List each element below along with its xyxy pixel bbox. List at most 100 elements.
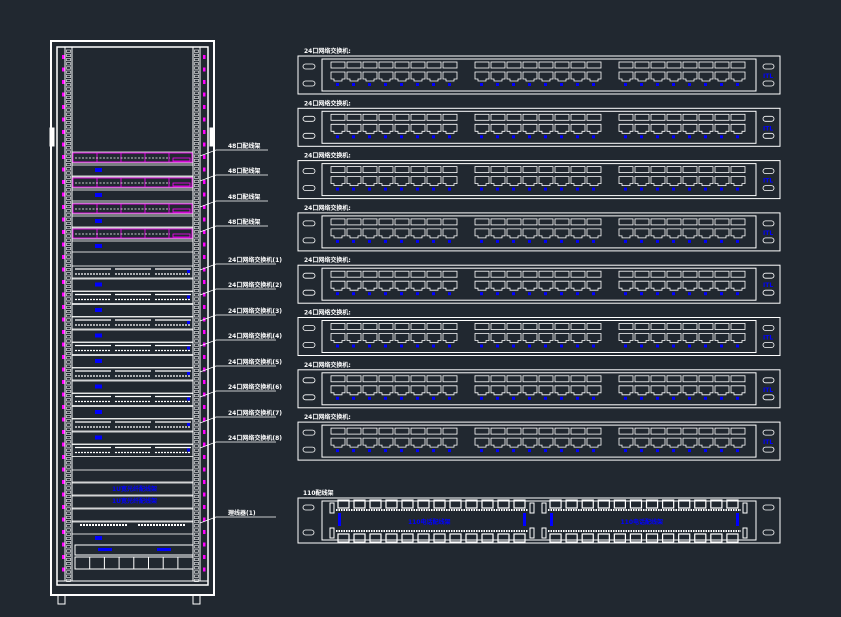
port-number [592, 396, 595, 400]
sfp-slot [554, 375, 570, 383]
rail-marker [62, 380, 65, 384]
rj45-port [426, 176, 442, 186]
rail-hole [194, 448, 199, 452]
rj45-port [362, 71, 378, 82]
rj45-port [538, 437, 554, 448]
port-number [720, 83, 723, 86]
rj45-port [730, 123, 746, 134]
mount-hole [762, 446, 775, 453]
rail-hole [66, 91, 71, 95]
wire-slot [726, 499, 739, 509]
port-number [480, 449, 483, 453]
sfp-slot [586, 270, 602, 278]
wire-slot [549, 533, 562, 543]
blank-panel [71, 329, 194, 343]
sfp-slot [538, 113, 554, 121]
rj45-port [586, 437, 602, 448]
rj45-port [586, 228, 602, 239]
rail-marker [203, 217, 206, 222]
rail-hole [194, 91, 199, 95]
port-number [560, 187, 563, 191]
rail-hole [194, 490, 199, 494]
rail-hole [194, 49, 199, 53]
rail-hole [66, 100, 71, 104]
port-number [512, 187, 515, 191]
sfp-slot [522, 113, 538, 121]
rail-hole [66, 284, 71, 288]
rj45-port [538, 123, 554, 134]
switch-4: 24口网络交换机:ITL [297, 204, 781, 252]
port-number [480, 135, 483, 139]
rail-marker [62, 155, 65, 159]
switch-title: 24口网络交换机: [304, 204, 351, 212]
port-number [512, 449, 515, 453]
sfp-slot [378, 323, 394, 330]
sfp-slot [650, 427, 666, 435]
port-number [672, 83, 675, 86]
rail-hole [194, 268, 199, 272]
rail-hole [194, 58, 199, 62]
rail-hole [194, 473, 199, 477]
rail-marker [62, 505, 65, 509]
rail-marker [203, 92, 206, 97]
port-number [688, 449, 691, 453]
rail-hole [66, 79, 71, 83]
port-number [528, 449, 531, 453]
sfp-slot [474, 427, 490, 435]
switch-unit [71, 316, 194, 330]
port-number [512, 239, 515, 243]
rj45-port [522, 280, 538, 291]
rj45-port [394, 333, 410, 343]
rail-hole [66, 125, 71, 129]
port-number [336, 187, 339, 191]
port-number [592, 292, 595, 296]
sfp-slot [618, 427, 634, 435]
sfp-slot [522, 218, 538, 226]
port-number [384, 344, 387, 348]
rail-hole [194, 137, 199, 141]
rj45-port [698, 385, 714, 396]
rj45-port [586, 71, 602, 82]
sfp-slot [474, 375, 490, 383]
rail-hole [66, 347, 71, 351]
port-number [432, 396, 435, 400]
rj45-port [346, 228, 362, 239]
blank-panel [71, 215, 194, 228]
rj45-port [378, 385, 394, 396]
port-number [576, 187, 579, 191]
sfp-slot [362, 113, 378, 121]
rj45-port [362, 123, 378, 134]
sfp-slot [426, 375, 442, 383]
rail-marker [203, 542, 206, 547]
rj45-port [522, 333, 538, 343]
sfp-slot [346, 270, 362, 278]
rj45-port [522, 228, 538, 239]
mount-hole [302, 80, 316, 87]
port-number [560, 344, 563, 348]
rail-hole [66, 280, 71, 284]
rj45-port [378, 333, 394, 343]
rj45-port [330, 333, 346, 343]
patch-panel-48 [71, 176, 194, 189]
port-number [496, 83, 499, 86]
rail-marker [62, 117, 65, 122]
mount-hole [302, 342, 316, 348]
rj45-port [714, 176, 730, 186]
blue-tag [95, 193, 102, 197]
rj45-port [490, 176, 506, 186]
sfp-slot [394, 427, 410, 435]
sfp-slot [394, 270, 410, 278]
port-number [736, 396, 739, 400]
brand-label: ITL [763, 73, 773, 80]
rail-hole [194, 511, 199, 515]
patch-panel-frame [72, 152, 193, 163]
sfp-slot [394, 61, 410, 69]
switch-faceplate [321, 58, 757, 92]
rj45-port [666, 385, 682, 396]
sfp-slot [666, 218, 682, 226]
rj45-port [426, 385, 442, 396]
sfp-slot [522, 166, 538, 174]
port-number [624, 187, 627, 191]
sfp-slot [538, 218, 554, 226]
rail-hole [194, 322, 199, 326]
